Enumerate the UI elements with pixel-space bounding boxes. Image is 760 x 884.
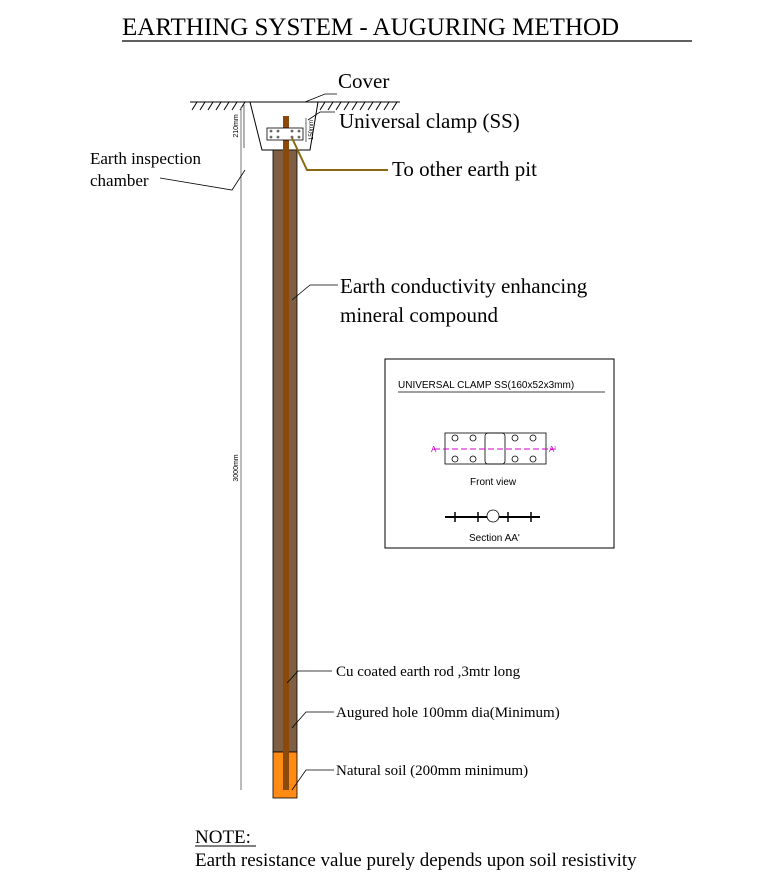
note-text: Earth resistance value purely depends up… [195,850,637,871]
clamp-section-view [445,509,540,523]
label-cover: Cover [338,69,389,93]
inset-title: UNIVERSAL CLAMP SS(160x52x3mm) [398,380,574,391]
ground-line [190,101,400,111]
earth-rod [283,116,289,790]
earth-wire [291,137,388,171]
clamp-detail-inset: UNIVERSAL CLAMP SS(160x52x3mm) A A' Fron… [384,358,615,549]
label-inspection-chamber-1: Earth inspection [90,149,201,168]
label-earth-rod: Cu coated earth rod ,3mtr long [336,664,521,680]
label-compound-1: Earth conductivity enhancing [340,274,588,298]
title: EARTHING SYSTEM - AUGURING METHOD [122,14,619,41]
universal-clamp [266,127,304,141]
front-view-label: Front view [470,477,517,488]
label-universal-clamp: Universal clamp (SS) [339,109,520,133]
dimension-rod-length: 3000mm [233,454,240,481]
dimension-clamp-height: 150mm [309,120,315,140]
section-label: Section AA' [469,533,520,544]
label-inspection-chamber-2: chamber [90,171,149,190]
label-natural-soil: Natural soil (200mm minimum) [336,763,528,779]
label-augured-hole: Augured hole 100mm dia(Minimum) [336,705,560,721]
note-heading: NOTE: [195,827,251,848]
label-compound-2: mineral compound [340,303,499,327]
label-other-earth-pit: To other earth pit [392,157,537,181]
section-marker-a-prime: A' [549,445,556,454]
dimension-chamber-depth: 210mm [233,114,240,138]
section-marker-a: A [431,445,437,454]
